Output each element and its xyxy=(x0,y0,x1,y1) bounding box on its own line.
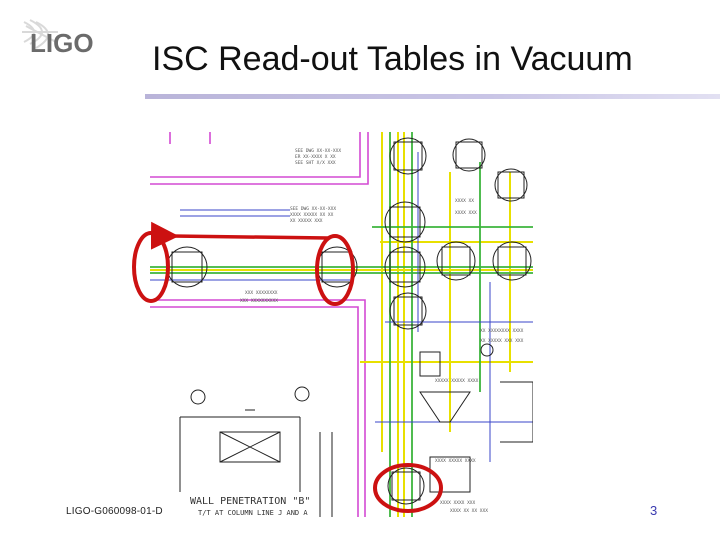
svg-text:ER XX-XXXX X XX: ER XX-XXXX X XX xyxy=(295,154,336,160)
building-walls xyxy=(150,132,369,517)
svg-text:XXX XXXXXXXX: XXX XXXXXXXX xyxy=(245,290,278,296)
ligo-logo-text: LIGO xyxy=(30,28,94,58)
svg-text:XX XXXXXXXX XXXX: XX XXXXXXXX XXXX xyxy=(480,328,524,334)
svg-text:XX XXXXX XXX XXX: XX XXXXX XXX XXX xyxy=(480,338,524,344)
svg-text:XXX XXXXXXXXXX: XXX XXXXXXXXXX xyxy=(240,298,278,304)
svg-text:XXXX XX XX XXX: XXXX XX XX XXX xyxy=(450,508,488,514)
svg-text:SEE DWG XX-XX-XXX: SEE DWG XX-XX-XXX xyxy=(295,148,341,154)
drawing-svg: SEE DWG XX-XX-XXX ER XX-XXXX X XX SEE SH… xyxy=(150,132,533,517)
vacuum-chambers xyxy=(166,137,533,517)
svg-text:XX XXXXX XXX: XX XXXXX XXX xyxy=(290,218,323,224)
engineering-drawing: SEE DWG XX-XX-XXX ER XX-XXXX X XX SEE SH… xyxy=(150,132,533,517)
svg-text:XXXX XXXX XXX: XXXX XXXX XXX xyxy=(440,500,476,506)
svg-text:XXXX XXXXX XXXX: XXXX XXXXX XXXX xyxy=(435,458,476,464)
wall-penetration-sublabel: T/T AT COLUMN LINE J AND A xyxy=(198,509,308,517)
svg-text:XXXX XX: XXXX XX xyxy=(455,198,474,204)
page-number: 3 xyxy=(650,503,658,518)
slide-title: ISC Read-out Tables in Vacuum xyxy=(152,40,633,78)
svg-text:XXXX XXXXX XX XX: XXXX XXXXX XX XX xyxy=(290,212,334,218)
svg-text:SEE DWG XX-XX-XXX: SEE DWG XX-XX-XXX xyxy=(290,206,336,212)
wall-penetration-label: WALL PENETRATION "B" xyxy=(190,496,310,507)
ligo-logo: LIGO xyxy=(20,18,140,66)
document-id: LIGO-G060098-01-D xyxy=(66,506,163,517)
svg-text:SEE SHT X/X XXX: SEE SHT X/X XXX xyxy=(295,160,336,166)
drawing-callout-text: SEE DWG XX-XX-XXX ER XX-XXXX X XX SEE SH… xyxy=(240,148,524,514)
svg-text:XXXX XXX: XXXX XXX xyxy=(455,210,477,216)
svg-text:XXXXX XXXXX XXXX: XXXXX XXXXX XXXX xyxy=(435,378,479,384)
ligo-logo-graphic: LIGO xyxy=(22,19,94,58)
title-underline-bar xyxy=(145,94,720,99)
blue-lines xyxy=(150,152,533,462)
